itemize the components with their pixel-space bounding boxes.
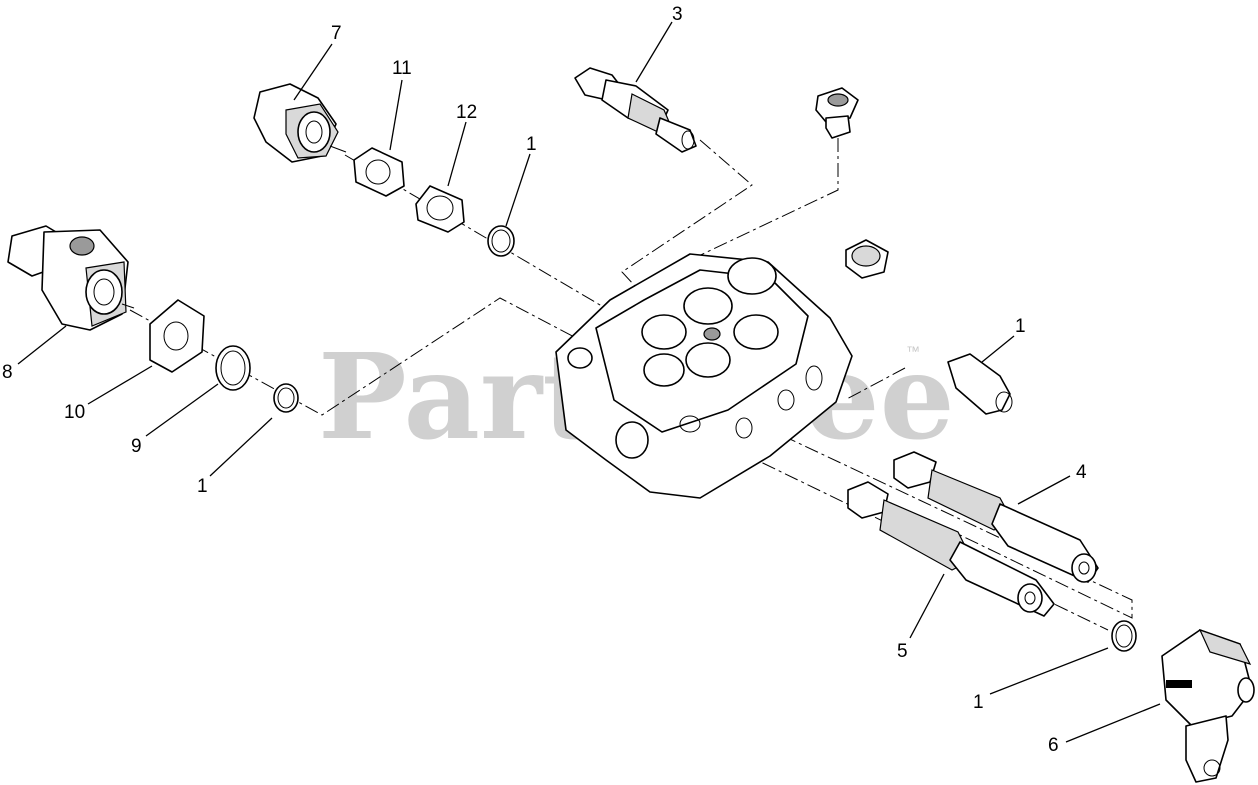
plug-upper bbox=[815, 87, 859, 139]
check-valve bbox=[947, 353, 1013, 415]
callout-8: 8 bbox=[2, 362, 13, 383]
part-7-detent bbox=[253, 83, 347, 163]
label-plate bbox=[1166, 680, 1192, 688]
part-4-spool bbox=[893, 451, 1099, 583]
plug-body bbox=[845, 239, 889, 279]
part-12-gasket bbox=[415, 185, 465, 233]
part-9-oring bbox=[215, 345, 251, 391]
oring-left bbox=[273, 383, 299, 413]
callout-1-right: 1 bbox=[1015, 316, 1026, 337]
oring-upper bbox=[487, 225, 515, 257]
part-10-flange bbox=[149, 299, 205, 373]
callout-5: 5 bbox=[897, 641, 908, 662]
part-6-end-cap bbox=[1161, 628, 1255, 783]
callout-6: 6 bbox=[1048, 735, 1059, 756]
leader-lines bbox=[17, 21, 1161, 743]
callout-10: 10 bbox=[64, 402, 85, 423]
callout-12: 12 bbox=[456, 102, 477, 123]
valve-body bbox=[555, 253, 853, 499]
callout-1-lower: 1 bbox=[973, 692, 984, 713]
callout-7: 7 bbox=[331, 23, 342, 44]
part-11-flange bbox=[353, 147, 405, 197]
callout-1-upper: 1 bbox=[526, 134, 537, 155]
part-3-relief-cartridge bbox=[574, 67, 697, 153]
callout-3: 3 bbox=[672, 4, 683, 25]
part-8-solenoid-block bbox=[7, 225, 135, 331]
callout-labels: 3 7 11 12 1 8 10 9 1 1 4 5 1 6 bbox=[2, 4, 1087, 756]
watermark-trademark: ™ bbox=[906, 343, 920, 359]
callout-4: 4 bbox=[1076, 462, 1087, 483]
part-5-spool bbox=[847, 481, 1055, 617]
callout-9: 9 bbox=[131, 436, 142, 457]
callout-11: 11 bbox=[392, 58, 412, 79]
callout-1-left: 1 bbox=[197, 476, 208, 497]
oring-right bbox=[1111, 620, 1137, 652]
